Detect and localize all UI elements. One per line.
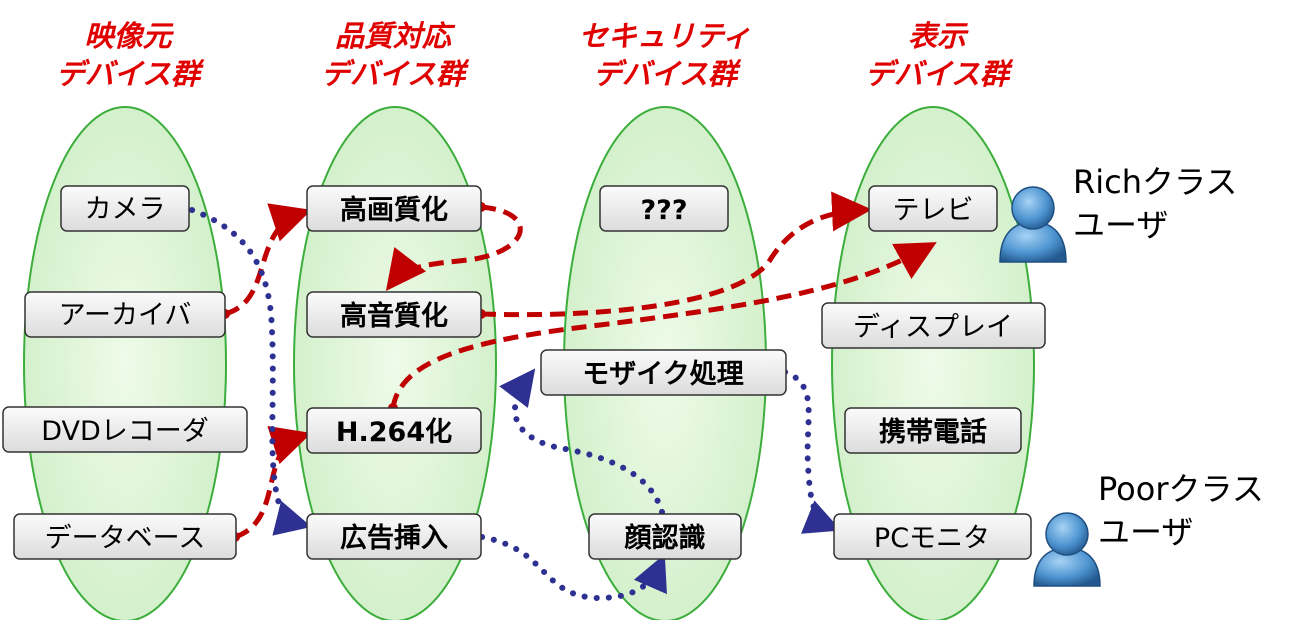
node-label: テレビ xyxy=(893,195,974,226)
node-unknown[interactable]: ??? xyxy=(599,185,729,232)
node-label: ディスプレイ xyxy=(853,312,1013,343)
node-label: 顔認識 xyxy=(624,522,706,554)
lane-title-security: セキュリティ デバイス群 xyxy=(579,19,751,91)
node-display[interactable]: ディスプレイ xyxy=(821,302,1046,349)
lane-title-line2: デバイス群 xyxy=(865,57,1014,91)
poor-user-label-line2: ユーザ xyxy=(1098,513,1193,551)
node-face-recog[interactable]: 顔認識 xyxy=(588,513,742,560)
lane-title-line2: デバイス群 xyxy=(321,57,470,91)
node-label: H.264化 xyxy=(336,417,452,448)
lane-title-display: 表示 デバイス群 xyxy=(865,19,1014,91)
lane-display-ellipse xyxy=(831,106,1035,620)
node-dvd-recorder[interactable]: DVDレコーダ xyxy=(2,406,248,453)
node-label: 高音質化 xyxy=(340,300,448,332)
poor-flow xyxy=(189,207,842,602)
node-label: 携帯電話 xyxy=(879,416,987,448)
rich-user-label-line1: Richクラス xyxy=(1073,163,1237,201)
lane-source-ellipse xyxy=(23,106,227,620)
rich-user-icon xyxy=(999,186,1067,263)
flow-hq-video-to-hq-audio xyxy=(385,204,523,291)
flow-archive-to-hq-video xyxy=(224,203,312,317)
flow-h264-to-tv xyxy=(390,242,937,409)
node-label: PCモニタ xyxy=(874,523,990,554)
lane-quality-ellipse xyxy=(293,106,497,620)
flow-ad-insert-to-face-recog xyxy=(479,534,667,602)
node-archive[interactable]: アーカイバ xyxy=(24,291,226,338)
rich-user-label-line2: ユーザ xyxy=(1073,206,1168,244)
node-label: アーカイバ xyxy=(59,300,192,331)
node-label: データベース xyxy=(45,523,206,554)
node-ad-insert[interactable]: 広告挿入 xyxy=(306,513,482,560)
lane-title-line1: 表示 xyxy=(908,19,969,53)
node-mosaic[interactable]: モザイク処理 xyxy=(540,349,787,396)
lane-title-line1: 品質対応 xyxy=(335,19,456,53)
lane-title-line2: デバイス群 xyxy=(593,57,742,91)
node-mobile[interactable]: 携帯電話 xyxy=(844,407,1022,454)
node-tv[interactable]: テレビ xyxy=(868,185,998,232)
poor-user-label-line1: Poorクラス xyxy=(1098,470,1264,508)
lane-title-line1: セキュリティ xyxy=(579,19,751,53)
node-label: 広告挿入 xyxy=(340,522,448,554)
node-pc-monitor[interactable]: PCモニタ xyxy=(833,513,1032,560)
node-label: 高画質化 xyxy=(340,194,448,226)
flow-mosaic-to-pc-monitor xyxy=(782,369,842,534)
lane-title-line2: デバイス群 xyxy=(56,57,205,91)
flow-camera-to-ad-insert xyxy=(189,207,312,536)
node-database[interactable]: データベース xyxy=(13,513,237,560)
node-hq-video[interactable]: 高画質化 xyxy=(306,185,482,232)
node-h264[interactable]: H.264化 xyxy=(306,407,482,454)
flow-face-recog-to-mosaic xyxy=(499,368,665,515)
poor-user-icon xyxy=(1033,512,1101,587)
node-camera[interactable]: カメラ xyxy=(60,185,190,232)
node-label: カメラ xyxy=(85,194,166,225)
node-label: モザイク処理 xyxy=(582,358,743,390)
lane-title-line1: 映像元 xyxy=(84,19,174,53)
lane-title-quality: 品質対応 デバイス群 xyxy=(321,19,470,91)
node-label: ??? xyxy=(641,195,688,226)
node-label: DVDレコーダ xyxy=(41,416,209,447)
lane-title-source: 映像元 デバイス群 xyxy=(56,19,205,91)
node-hq-audio[interactable]: 高音質化 xyxy=(306,291,482,338)
